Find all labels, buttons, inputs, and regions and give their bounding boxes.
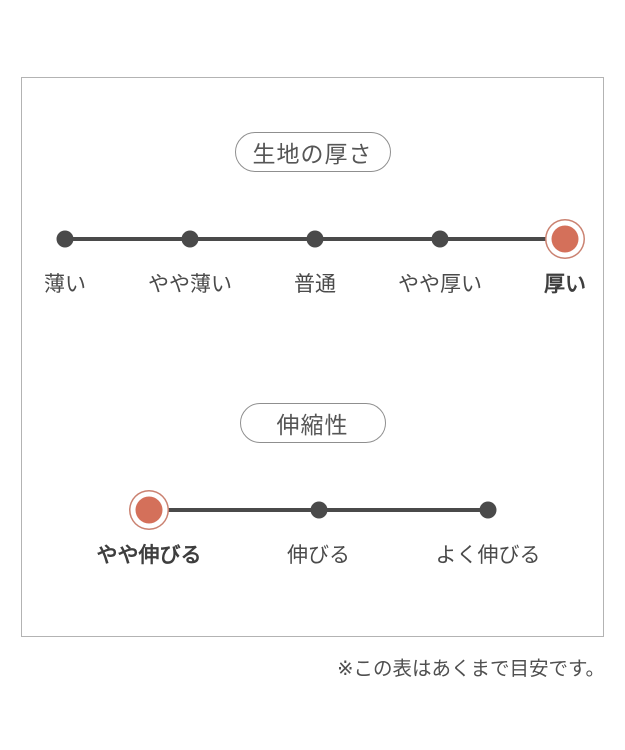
- scale-label: 厚い: [544, 273, 586, 296]
- scale-label: 薄い: [44, 273, 86, 296]
- stretch-title-pill: 伸縮性: [239, 403, 386, 443]
- footnote: ※この表はあくまで目安です。: [337, 658, 605, 680]
- stretch-title: 伸縮性: [276, 412, 349, 438]
- scale-label: やや伸びる: [96, 544, 202, 567]
- scale-dot: [310, 501, 327, 519]
- thickness-title-pill: 生地の厚さ: [234, 132, 391, 172]
- scale-dot: [181, 230, 199, 248]
- spec-panel: 生地の厚さ 薄い やや薄い 普通 やや厚い 厚い 伸縮性 やや伸びる 伸びる よく伸びる: [21, 77, 604, 637]
- scale-dot: [479, 501, 497, 519]
- scale-label: やや厚い: [398, 273, 482, 296]
- scale-dot-selected: [551, 225, 579, 253]
- scale-dot: [56, 230, 74, 248]
- scale-dot: [306, 230, 324, 248]
- scale-label: 伸びる: [287, 544, 350, 567]
- scale-label: やや薄い: [148, 273, 232, 296]
- scale-dot: [431, 230, 449, 248]
- scale-dot-selected: [135, 496, 163, 524]
- scale-label: 普通: [294, 273, 336, 296]
- thickness-title: 生地の厚さ: [252, 141, 373, 167]
- scale-label: よく伸びる: [435, 544, 541, 567]
